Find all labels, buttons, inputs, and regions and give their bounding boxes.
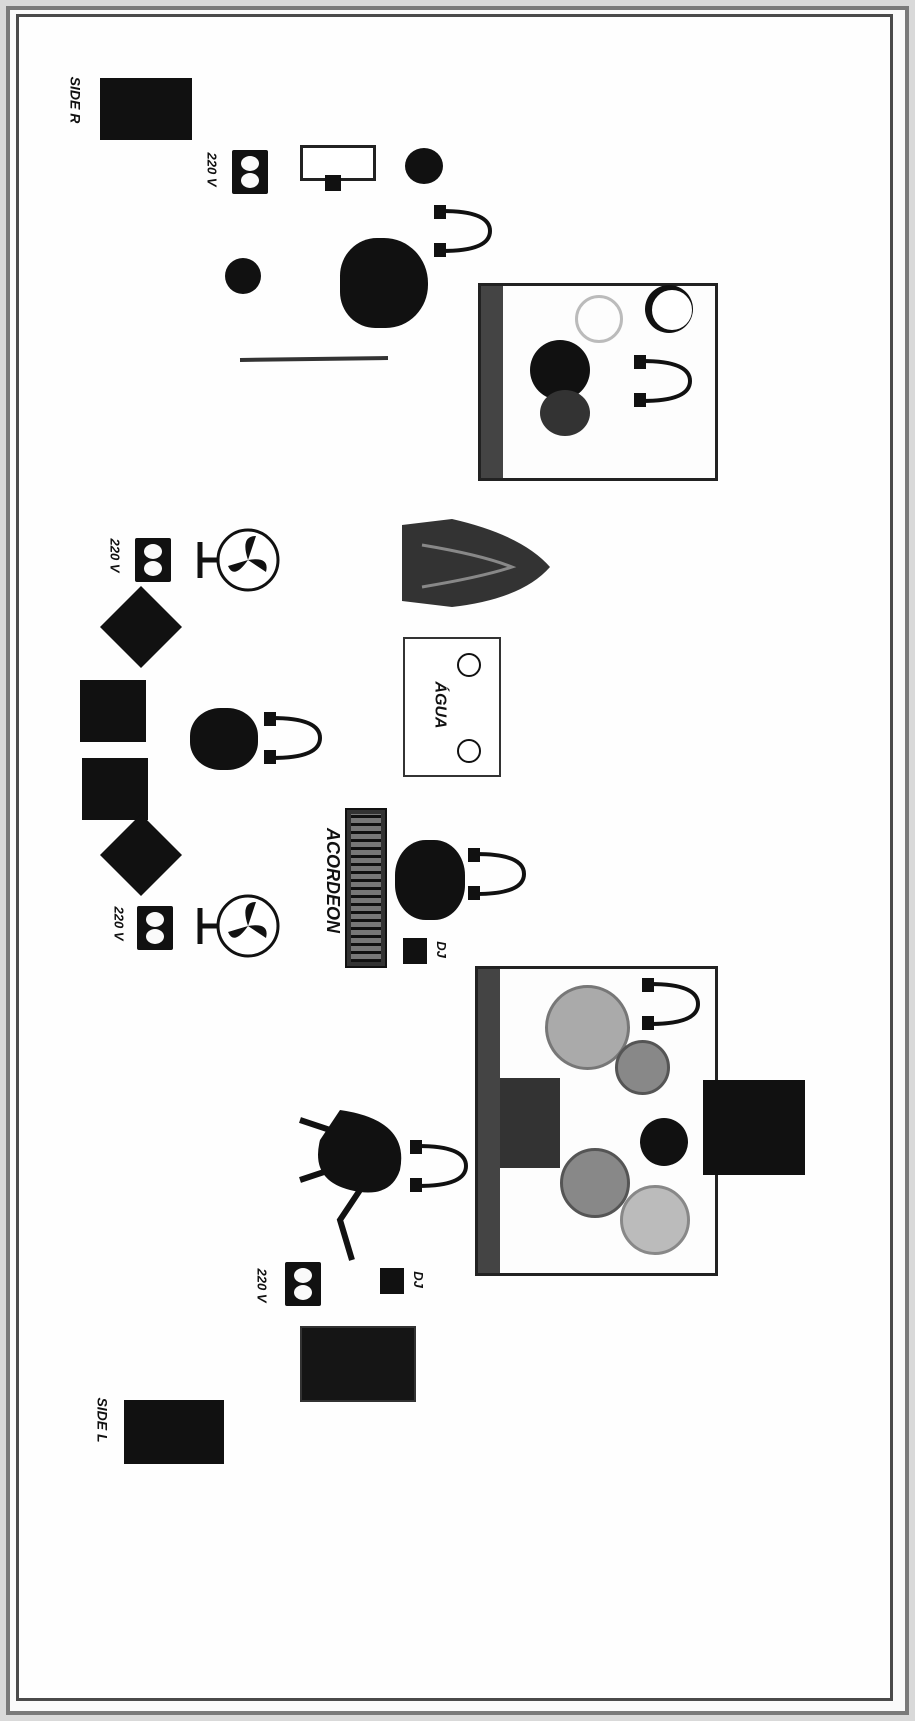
percussion-icon [652,290,692,330]
drum-kit-icon [620,1185,690,1255]
headphones-icon [432,205,494,257]
di-label-2: DJ [411,1271,426,1288]
monitor-speaker [82,758,148,820]
acordeon-label: ACORDEON [322,828,343,933]
di-box [380,1268,404,1294]
side-l-label: SIDE L [95,1397,111,1442]
drum-kit-icon [640,1118,688,1166]
percussion-icon [575,295,623,343]
cup-icon [457,739,481,763]
headphones-icon [408,1140,470,1192]
voltage-label-3: 220 V [111,907,126,941]
power-outlet-icon [135,538,171,582]
water-station [403,637,501,777]
water-label: ÁGUA [431,681,449,728]
microphone-icon [240,355,390,365]
percussion-icon [540,390,590,436]
accordion-player-icon [395,840,465,920]
side-r-label: SIDE R [67,77,83,124]
di-label-1: DJ [434,941,449,958]
voltage-label-4: 220 V [254,1269,269,1303]
drum-fill-speaker [703,1080,805,1175]
percussion-icon [392,515,557,610]
fan-icon [200,522,280,598]
headphones-icon [632,355,694,407]
drum-kit-icon [560,1148,630,1218]
amp-foot [325,175,341,191]
musician-icon [340,238,428,328]
cymbal-top-right [405,148,443,184]
headphones-icon [466,848,528,900]
musician-icon [225,258,261,294]
headphones-icon [640,978,702,1030]
drum-kit-icon [615,1040,670,1095]
cup-icon [457,653,481,677]
side-l-speaker [124,1400,224,1464]
power-outlet-icon [285,1262,321,1306]
power-outlet-icon [137,906,173,950]
side-r-speaker [100,78,192,140]
headphones-icon [262,712,324,764]
bass-amp [300,1326,416,1402]
musician-icon [300,1110,420,1260]
monitor-speaker [80,680,146,742]
di-box [403,938,427,964]
voltage-label-1: 220 V [204,153,219,187]
vocalist-icon [190,708,258,770]
voltage-label-2: 220 V [107,539,122,573]
keyboard-icon [345,808,387,968]
drum-kit-icon [500,1078,560,1168]
power-outlet-icon [232,150,268,194]
fan-icon [200,888,280,964]
